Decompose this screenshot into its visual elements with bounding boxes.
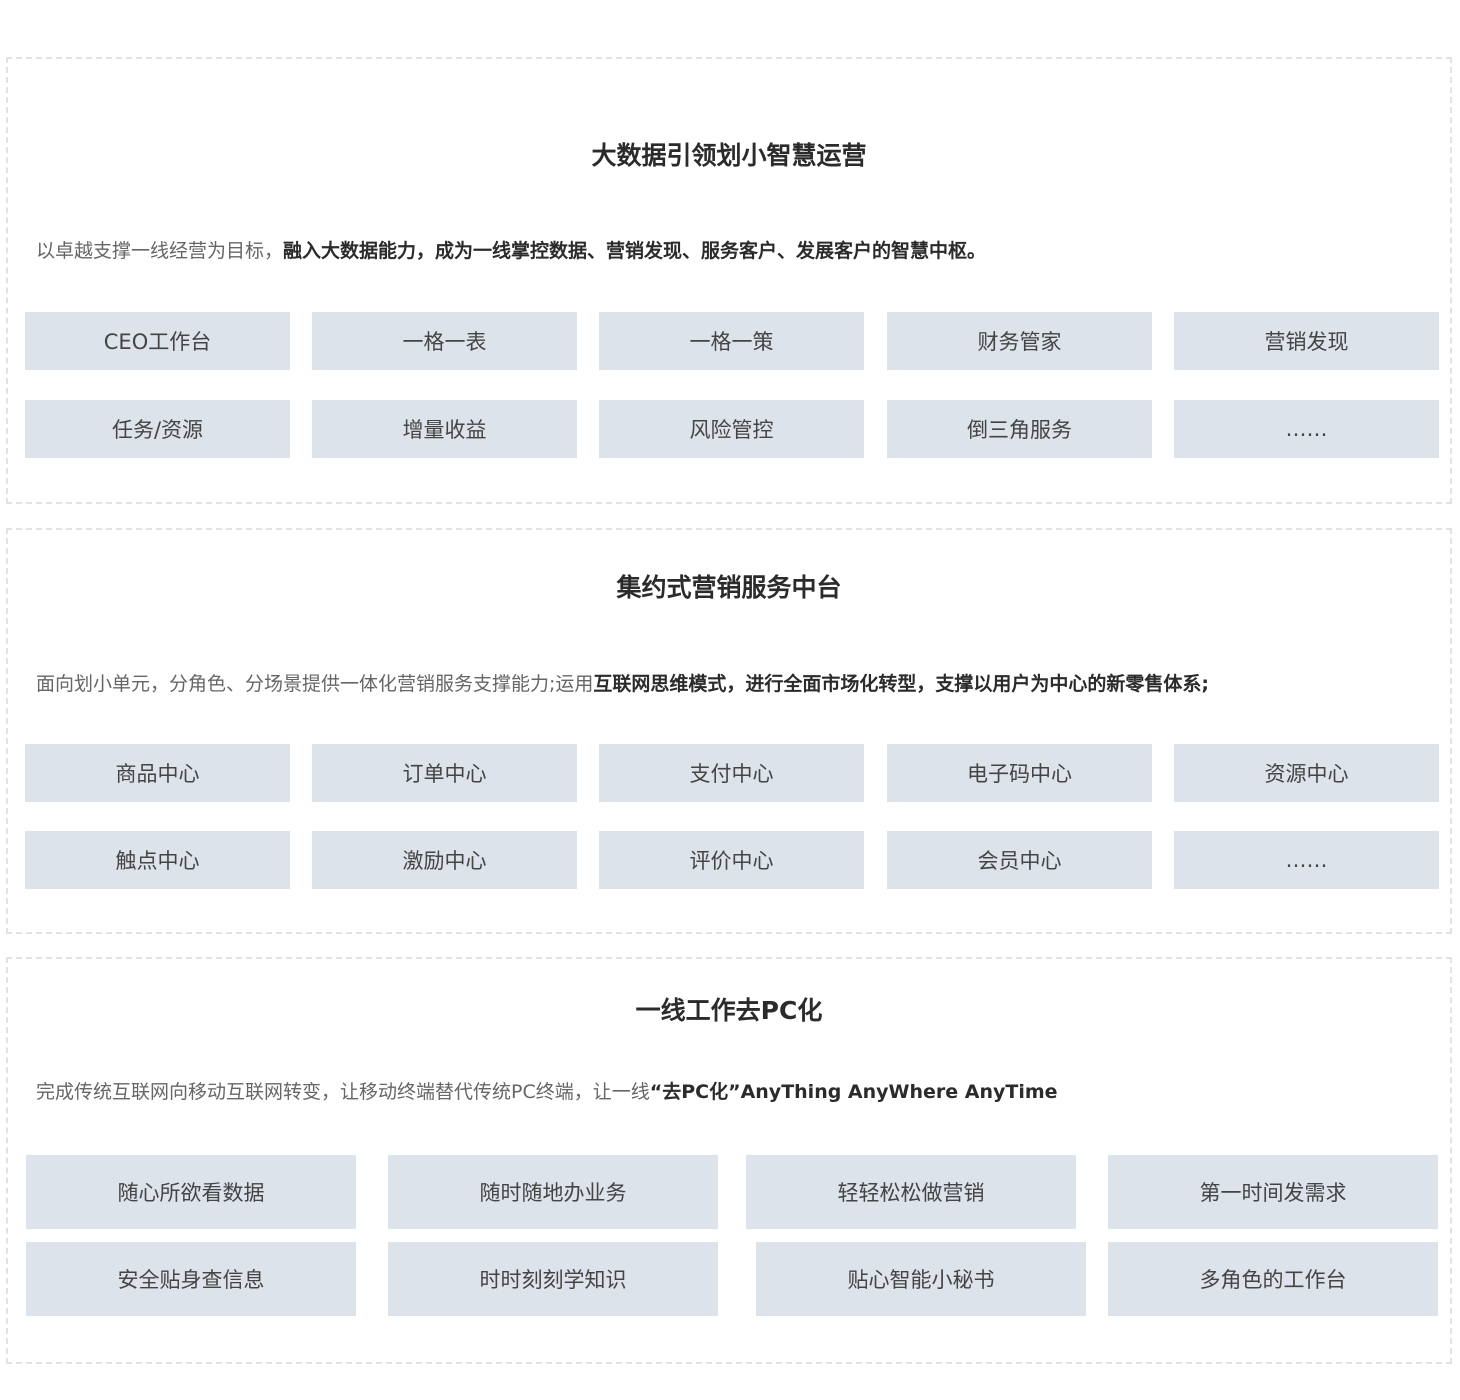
card-touchpoint-center[interactable]: 触点中心 <box>25 831 290 889</box>
description-highlight: 融入大数据能力，成为一线掌控数据、营销发现、服务客户、发展客户的智慧中枢。 <box>283 240 987 262</box>
card-marketing-discovery[interactable]: 营销发现 <box>1174 312 1439 370</box>
section-marketing-platform: 集约式营销服务中台 面向划小单元，分角色、分场景提供一体化营销服务支撑能力;运用… <box>6 528 1452 934</box>
card-more[interactable]: …… <box>1174 400 1439 458</box>
description-text: 以卓越支撑一线经营为目标， <box>36 240 284 262</box>
card-order-center[interactable]: 订单中心 <box>312 744 577 802</box>
card-ceo-workbench[interactable]: CEO工作台 <box>25 312 290 370</box>
card-multi-role-workbench[interactable]: 多角色的工作台 <box>1108 1242 1438 1316</box>
card-submit-request[interactable]: 第一时间发需求 <box>1108 1155 1438 1229</box>
section-description: 面向划小单元，分角色、分场景提供一体化营销服务支撑能力;运用互联网思维模式，进行… <box>36 669 1209 696</box>
card-payment-center[interactable]: 支付中心 <box>599 744 864 802</box>
card-grid-table[interactable]: 一格一表 <box>312 312 577 370</box>
description-highlight: 互联网思维模式，进行全面市场化转型，支撑以用户为中心的新零售体系; <box>593 673 1210 695</box>
card-incentive-center[interactable]: 激励中心 <box>312 831 577 889</box>
card-grid-strategy[interactable]: 一格一策 <box>599 312 864 370</box>
card-inverted-triangle-service[interactable]: 倒三角服务 <box>887 400 1152 458</box>
card-check-info[interactable]: 安全贴身查信息 <box>26 1242 356 1316</box>
section-de-pc: 一线工作去PC化 完成传统互联网向移动互联网转变，让移动终端替代传统PC终端，让… <box>6 957 1452 1364</box>
card-smart-secretary[interactable]: 贴心智能小秘书 <box>756 1242 1086 1316</box>
description-highlight: “去PC化”AnyThing AnyWhere AnyTime <box>649 1081 1058 1103</box>
card-easy-marketing[interactable]: 轻轻松松做营销 <box>746 1155 1076 1229</box>
section-big-data: 大数据引领划小智慧运营 以卓越支撑一线经营为目标，融入大数据能力，成为一线掌控数… <box>6 57 1452 504</box>
section-description: 完成传统互联网向移动互联网转变，让移动终端替代传统PC终端，让一线“去PC化”A… <box>36 1077 1058 1104</box>
card-learn-knowledge[interactable]: 时时刻刻学知识 <box>388 1242 718 1316</box>
section-title: 大数据引领划小智慧运营 <box>591 141 867 170</box>
card-risk-control[interactable]: 风险管控 <box>599 400 864 458</box>
card-do-business[interactable]: 随时随地办业务 <box>388 1155 718 1229</box>
card-task-resource[interactable]: 任务/资源 <box>25 400 290 458</box>
card-ecode-center[interactable]: 电子码中心 <box>887 744 1152 802</box>
card-member-center[interactable]: 会员中心 <box>887 831 1152 889</box>
card-review-center[interactable]: 评价中心 <box>599 831 864 889</box>
section-description: 以卓越支撑一线经营为目标，融入大数据能力，成为一线掌控数据、营销发现、服务客户、… <box>36 236 986 263</box>
section-title: 一线工作去PC化 <box>635 996 823 1025</box>
card-product-center[interactable]: 商品中心 <box>25 744 290 802</box>
card-view-data[interactable]: 随心所欲看数据 <box>26 1155 356 1229</box>
card-resource-center[interactable]: 资源中心 <box>1174 744 1439 802</box>
card-more[interactable]: …… <box>1174 831 1439 889</box>
section-title: 集约式营销服务中台 <box>616 573 842 602</box>
description-text: 完成传统互联网向移动互联网转变，让移动终端替代传统PC终端，让一线 <box>36 1081 650 1103</box>
card-incremental-revenue[interactable]: 增量收益 <box>312 400 577 458</box>
description-text: 面向划小单元，分角色、分场景提供一体化营销服务支撑能力;运用 <box>36 673 594 695</box>
card-finance-steward[interactable]: 财务管家 <box>887 312 1152 370</box>
